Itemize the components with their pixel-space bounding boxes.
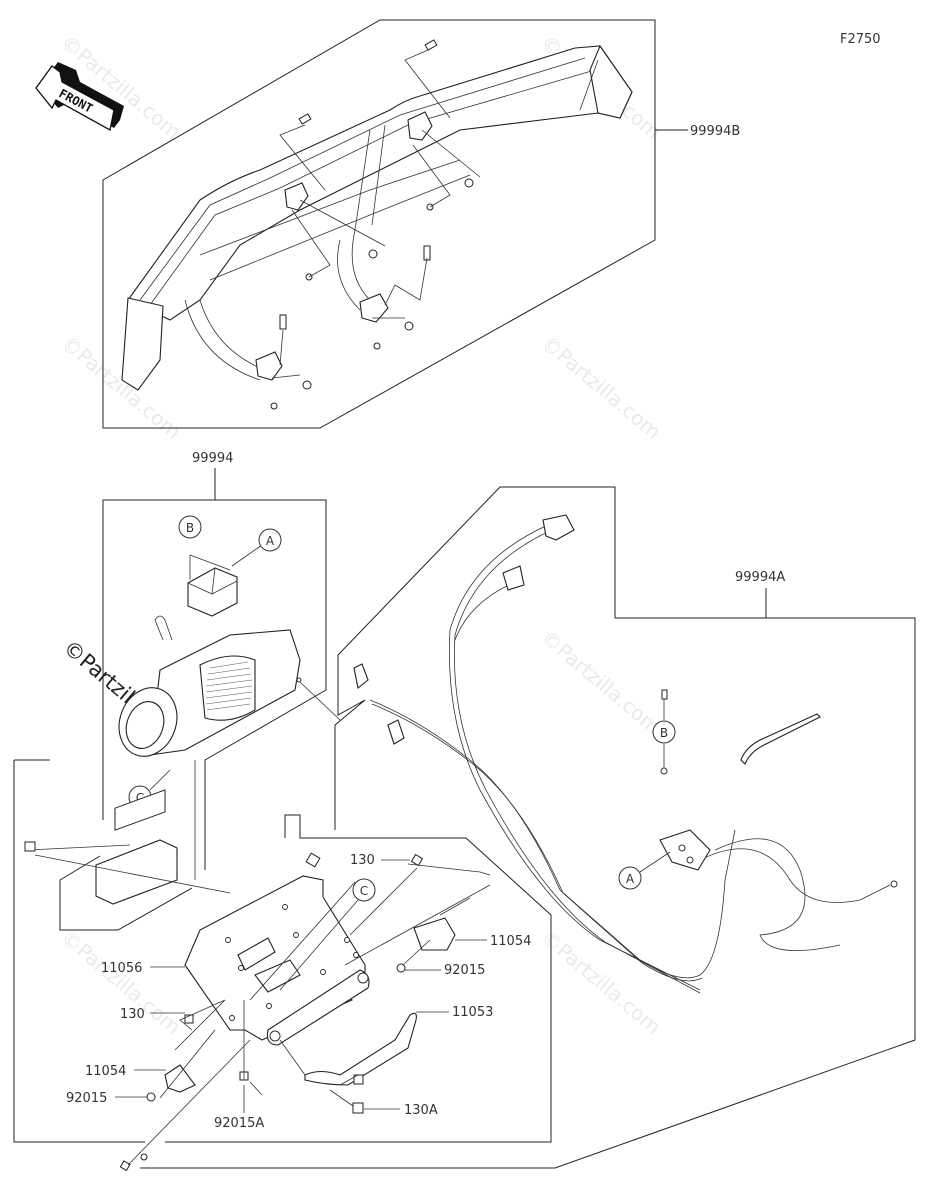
- part-label-92015-left: 92015: [66, 1091, 107, 1106]
- watermark: ©Partzilla.com: [537, 330, 666, 444]
- part-label-130-left: 130: [120, 1007, 145, 1022]
- part-label-11056: 11056: [101, 961, 142, 976]
- harness-group: 99994A B A: [140, 486, 916, 1169]
- watermark: ©Partzilla.com: [57, 330, 186, 444]
- part-label-92015: 92015: [444, 963, 485, 978]
- callout-b: B: [178, 515, 202, 539]
- svg-text:B: B: [660, 726, 668, 740]
- part-label-130A: 130A: [404, 1103, 438, 1118]
- group-label-bumper: 99994B: [690, 124, 740, 139]
- part-label-11053: 11053: [452, 1005, 493, 1020]
- svg-text:B: B: [186, 521, 194, 535]
- part-label-92015A: 92015A: [214, 1116, 264, 1131]
- front-arrow-icon: FRONT: [35, 62, 124, 132]
- svg-text:C: C: [136, 791, 144, 805]
- part-label-11054: 11054: [490, 934, 531, 949]
- svg-text:C: C: [360, 884, 368, 898]
- callout-a: A: [258, 528, 282, 552]
- winch-group: 99994 B A C: [102, 451, 341, 870]
- svg-text:A: A: [626, 872, 635, 886]
- group-label-harness: 99994A: [735, 570, 785, 585]
- group-label-winch: 99994: [192, 451, 233, 466]
- diagram-code: F2750: [840, 32, 881, 47]
- mount-plate-group: 130 11054 92015 11056 130 11053 11054 92…: [13, 759, 552, 1172]
- callout-a-harness: A: [618, 851, 671, 890]
- part-label-11054-left: 11054: [85, 1064, 126, 1079]
- callout-b-harness: B: [652, 689, 676, 775]
- part-label-130: 130: [350, 853, 375, 868]
- watermark: ©Partzilla.com: [537, 625, 666, 739]
- watermark: ©Partzilla.com: [537, 925, 666, 1039]
- callout-c-plate: C: [279, 878, 376, 991]
- svg-text:A: A: [266, 534, 275, 548]
- bumper-group-border: [102, 19, 656, 429]
- bumper-group: 99994B: [102, 19, 740, 429]
